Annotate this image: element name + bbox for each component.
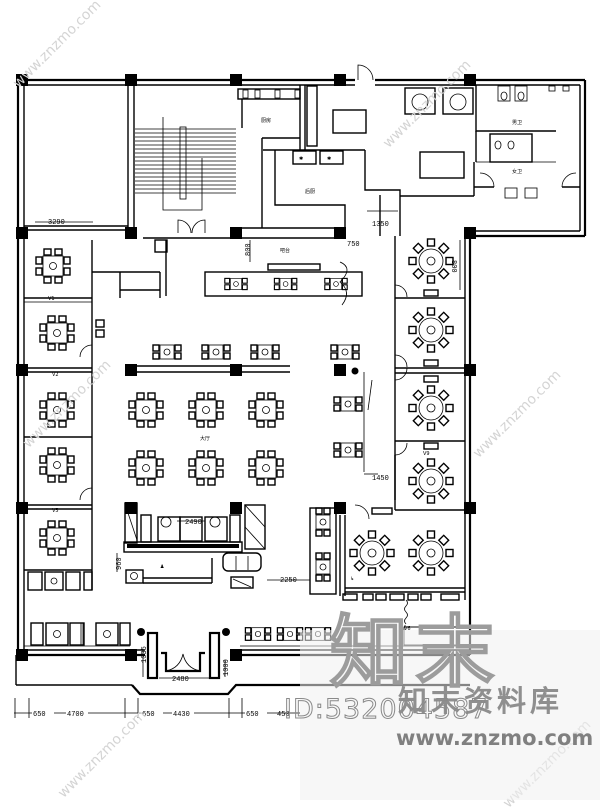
table-v9 bbox=[408, 458, 454, 504]
dim-entrance: 2480 bbox=[172, 676, 189, 684]
table-v4 bbox=[39, 447, 75, 483]
dim-650-b: 650 bbox=[142, 711, 155, 719]
label-hall: 大厅 bbox=[200, 435, 210, 442]
bar-counter: 800 吧台 bbox=[91, 219, 363, 306]
entrance: 2480 1035 1000 bbox=[141, 631, 231, 684]
table-v6 bbox=[408, 238, 454, 284]
kitchen-area: ✱ ✱ 厨房 后厨 1350 750 bbox=[237, 64, 465, 249]
window-seating bbox=[30, 622, 332, 646]
dim-top-left-room: 3290 bbox=[48, 219, 65, 227]
watermark-panel bbox=[300, 630, 600, 800]
svg-text:✱: ✱ bbox=[327, 156, 332, 162]
table-v8 bbox=[408, 385, 454, 431]
svg-text:✱: ✱ bbox=[299, 156, 304, 162]
table-v1 bbox=[35, 248, 71, 284]
label-kitchen-prep: 厨房 bbox=[261, 117, 271, 124]
svg-text:1035: 1035 bbox=[141, 646, 149, 663]
dim-stair: 800 bbox=[245, 243, 253, 256]
watermark-id: ID:532004587 bbox=[283, 694, 489, 726]
dim-right-corridor: 1350 bbox=[372, 221, 389, 229]
svg-text:↳: ↳ bbox=[350, 576, 354, 582]
svg-text:800: 800 bbox=[449, 260, 457, 273]
svg-text:1000: 1000 bbox=[223, 659, 231, 676]
dim-4700: 4700 bbox=[67, 711, 84, 719]
main-hall: 1450 大厅 bbox=[128, 344, 389, 486]
right-vip-rooms: 800 V9 bbox=[394, 236, 465, 511]
left-private-rooms: V1 V2 V5 bbox=[24, 248, 105, 591]
svg-text:V2: V2 bbox=[52, 372, 59, 378]
large-private-room: ↳ V6 bbox=[339, 504, 471, 646]
label-kitchen-main: 后厨 bbox=[305, 188, 315, 195]
dim-lounge: 2250 bbox=[280, 577, 297, 585]
table-v2 bbox=[39, 315, 75, 351]
dim-450: 450 bbox=[277, 711, 290, 719]
dim-650-c: 650 bbox=[246, 711, 259, 719]
watermark-brand: 知末资料库 bbox=[398, 684, 564, 718]
dim-reception: 960 bbox=[116, 557, 124, 570]
label-restroom-female: 女卫 bbox=[512, 168, 522, 175]
svg-text:♟: ♟ bbox=[160, 564, 164, 570]
watermark-url: www.znzmo.com bbox=[396, 726, 594, 750]
dim-4430: 4430 bbox=[173, 711, 190, 719]
table-v7 bbox=[408, 307, 454, 353]
restrooms: 男卫 女卫 bbox=[400, 85, 580, 199]
reception: 2490 960 ♟ 2250 bbox=[116, 502, 337, 595]
dim-front-desk: 2490 bbox=[185, 519, 202, 527]
svg-text:V6: V6 bbox=[404, 626, 411, 632]
svg-text:V5: V5 bbox=[52, 508, 59, 514]
dim-private-gap: 1450 bbox=[372, 475, 389, 483]
bottom-dimension-chain: 650 4700 650 4430 650 450 bbox=[14, 698, 300, 719]
svg-text:V9: V9 bbox=[423, 451, 430, 457]
svg-text:V1: V1 bbox=[48, 296, 55, 302]
dim-650-a: 650 bbox=[33, 711, 46, 719]
label-restroom-male: 男卫 bbox=[512, 120, 522, 126]
stair-area: 3290 bbox=[24, 85, 236, 231]
dim-corridor: 750 bbox=[347, 241, 360, 249]
table-v5 bbox=[39, 520, 75, 556]
label-bar: 吧台 bbox=[280, 247, 290, 254]
watermark-logo: 知末 bbox=[329, 607, 503, 699]
